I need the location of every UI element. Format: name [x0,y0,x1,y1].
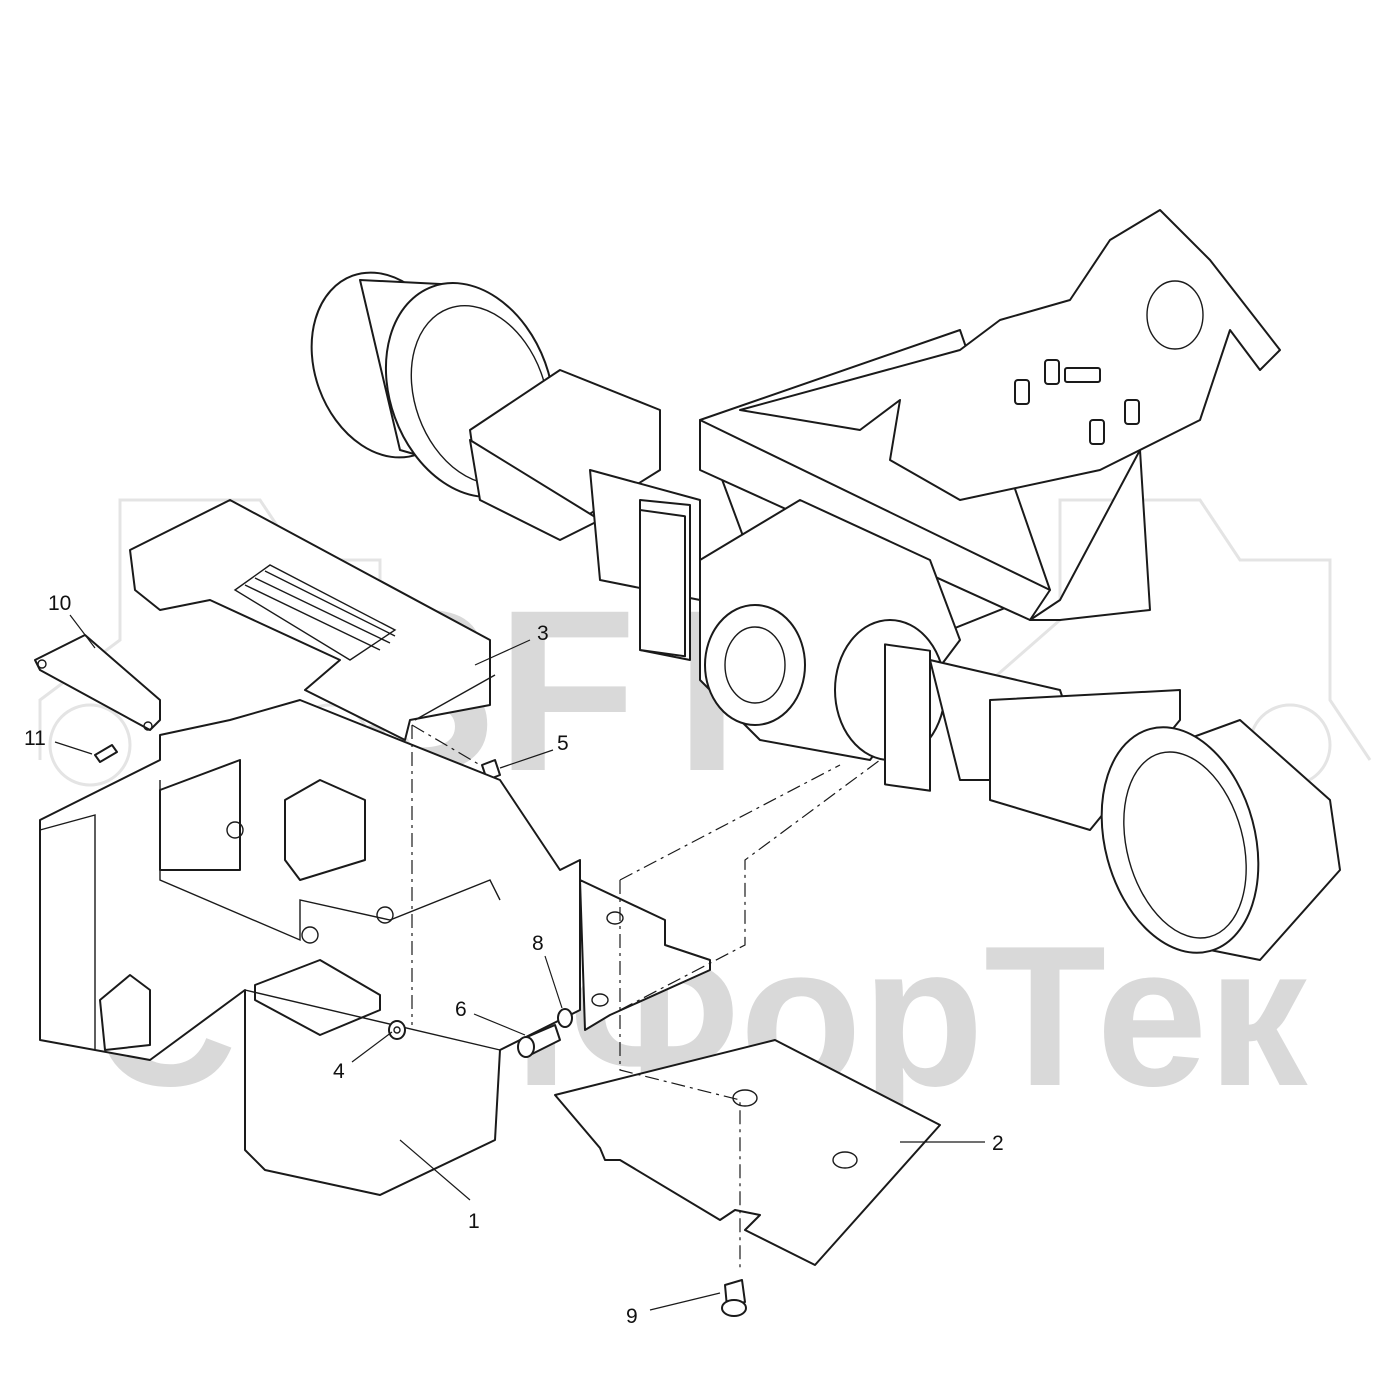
part-1-chassis-frame [39,699,581,1196]
callout-10: 10 [48,592,71,615]
right-axle-tube [929,659,1181,831]
part-4-washer [388,1020,406,1040]
callout-11: 11 [24,727,46,750]
part-6-bolt [517,1024,561,1058]
left-flange-plate [639,508,686,658]
side-mount-bracket [579,879,711,1031]
leader-8 [544,955,563,1009]
leader-6 [473,1013,526,1036]
callout-3: 3 [537,622,549,645]
callout-1: 1 [468,1210,480,1233]
right-wheel-hub [1100,719,1341,961]
leader-4 [351,1031,393,1063]
callout-2: 2 [992,1132,1004,1155]
leader-3 [474,639,531,666]
callout-6: 6 [455,998,467,1021]
leader-10 [69,614,96,649]
leader-9 [649,1292,721,1311]
part-3-cover-plate [129,499,496,741]
part-11-screw [94,744,118,763]
top-bracket-plate [739,209,1281,501]
leader-1 [399,1139,471,1201]
axle-assembly [310,209,1341,961]
leader-lines [54,614,985,1311]
part-8-washer [557,1008,573,1028]
part-10-small-cover [34,634,161,731]
assembly-lines [411,724,881,1270]
callout-labels: 1 2 3 4 5 6 8 9 10 11 [24,592,1004,1328]
leader-5 [499,749,554,769]
right-flange-plate [884,643,931,792]
callout-8: 8 [532,932,544,955]
callout-9: 9 [626,1305,638,1328]
callout-5: 5 [557,732,569,755]
callout-4: 4 [333,1060,345,1083]
part-9-bolt [721,1279,747,1317]
leader-11 [54,741,93,755]
